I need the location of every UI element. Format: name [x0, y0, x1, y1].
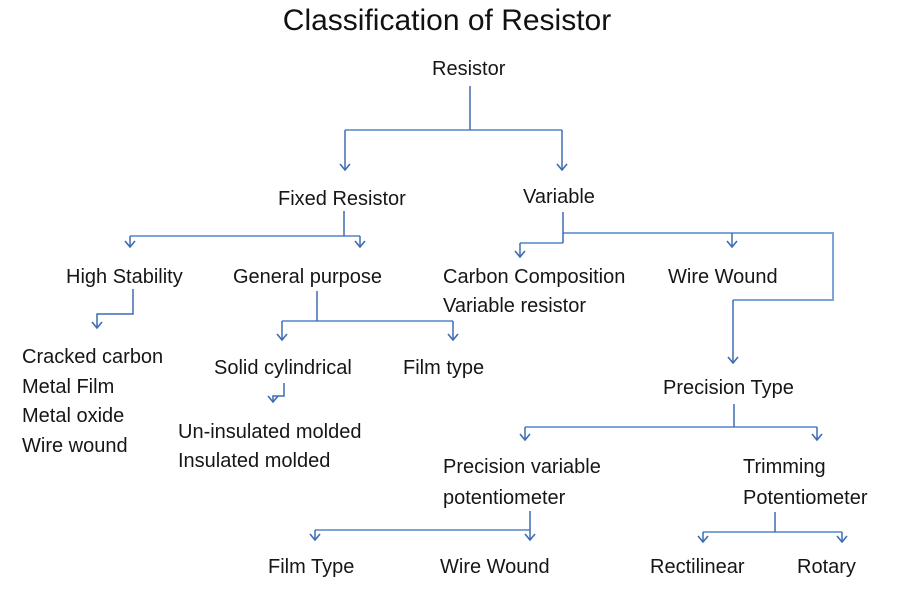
node-solid-cylindrical: Solid cylindrical — [214, 357, 352, 379]
node-fixed-resistor: Fixed Resistor — [278, 188, 406, 210]
node-carbon-composition-line1: Carbon Composition — [443, 266, 626, 288]
list-item: Metal Film — [22, 375, 115, 398]
node-rotary: Rotary — [797, 556, 856, 578]
list-item: Insulated molded — [178, 450, 331, 472]
node-trimming-line1: Trimming — [743, 456, 826, 478]
node-precision-variable-line2: potentiometer — [443, 487, 566, 509]
node-rectilinear: Rectilinear — [650, 556, 745, 578]
branch-rails — [130, 129, 842, 533]
page-title: Classification of Resistor — [282, 4, 612, 37]
list-item: Wire wound — [22, 434, 128, 457]
node-trimming-line2: Potentiometer — [743, 487, 868, 509]
node-precision-variable-potentiometer: Precision variable potentiometer — [443, 452, 601, 514]
node-trimming-potentiometer: Trimming Potentiometer — [743, 452, 868, 514]
node-precision-wire-wound: Wire Wound — [440, 556, 550, 578]
node-precision-type: Precision Type — [663, 377, 794, 399]
list-item: Cracked carbon — [22, 346, 164, 368]
node-precision-film-type: Film Type — [268, 556, 355, 578]
node-carbon-composition-line2: Variable resistor — [443, 295, 587, 317]
node-resistor: Resistor — [432, 58, 506, 80]
node-high-stability-types: Cracked carbon Metal Film Metal oxide Wi… — [22, 343, 163, 461]
node-general-purpose: General purpose — [233, 266, 382, 288]
node-precision-variable-line1: Precision variable — [443, 456, 601, 478]
list-item: Un-insulated molded — [178, 421, 362, 443]
node-variable: Variable — [523, 186, 595, 208]
list-item: Metal oxide — [22, 405, 125, 428]
node-high-stability: High Stability — [66, 266, 183, 288]
branch-stems — [316, 86, 776, 532]
node-wire-wound: Wire Wound — [668, 266, 778, 288]
node-carbon-composition: Carbon Composition Variable resistor — [443, 263, 625, 321]
node-molded-types: Un-insulated molded Insulated molded — [178, 418, 361, 476]
arrow-to-molded-types — [267, 383, 285, 404]
arrow-to-high-stability-types — [91, 289, 134, 330]
node-film-type: Film type — [403, 357, 485, 379]
